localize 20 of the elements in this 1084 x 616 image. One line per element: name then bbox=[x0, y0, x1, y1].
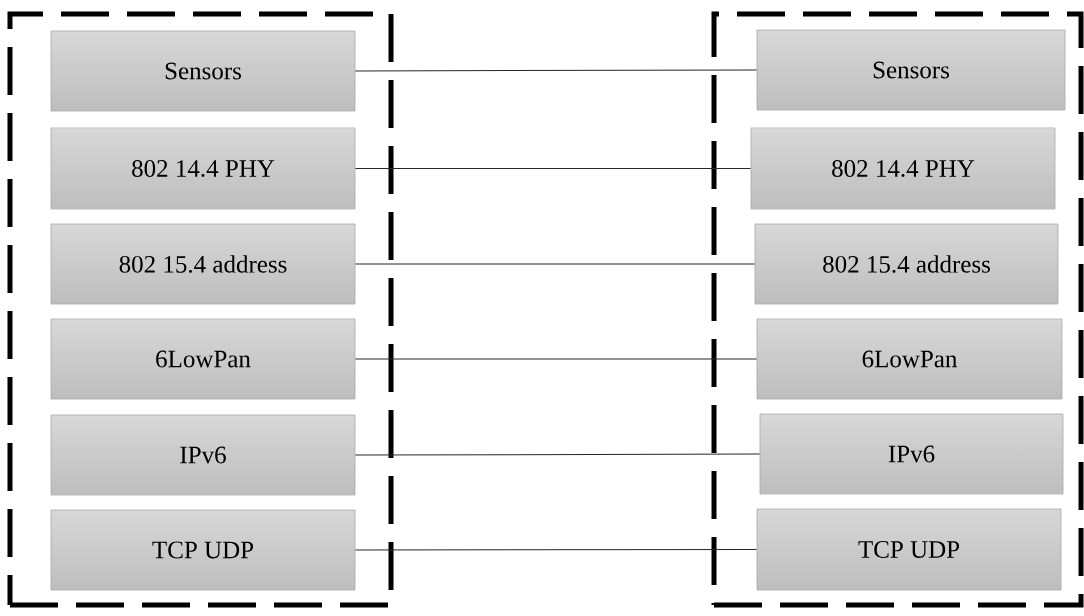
dashed-group-box bbox=[7, 11, 394, 608]
connector-line bbox=[354, 358, 758, 360]
connector-line bbox=[354, 263, 756, 265]
layer-box: IPv6 bbox=[759, 413, 1064, 495]
layer-box: TCP UDP bbox=[756, 508, 1062, 591]
connector-line bbox=[354, 168, 752, 169]
connector-line bbox=[354, 453, 761, 456]
layer-box: Sensors bbox=[756, 29, 1066, 111]
layer-box: TCP UDP bbox=[50, 509, 356, 591]
layer-box: Sensors bbox=[50, 30, 356, 112]
layer-box: 6LowPan bbox=[756, 318, 1063, 400]
layer-box: 802 15.4 address bbox=[754, 223, 1059, 305]
layer-box: 802 15.4 address bbox=[50, 223, 356, 305]
layer-box: 802 14.4 PHY bbox=[750, 127, 1056, 210]
layer-box: 6LowPan bbox=[50, 318, 356, 400]
connector-line bbox=[354, 549, 758, 551]
dashed-group-box bbox=[711, 11, 1084, 608]
layer-box: 802 14.4 PHY bbox=[50, 127, 356, 210]
connector-line bbox=[354, 69, 758, 72]
layer-box: IPv6 bbox=[50, 414, 356, 496]
